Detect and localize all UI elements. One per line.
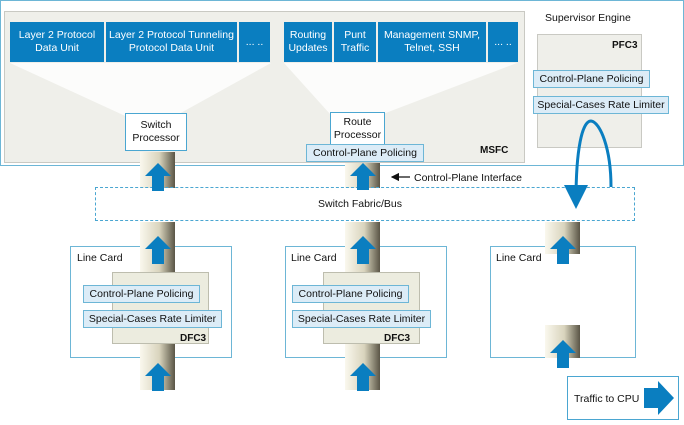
switch-processor: Switch Processor	[125, 113, 187, 151]
protocol-box-management: Management SNMP, Telnet, SSH	[378, 22, 486, 62]
pfc3-label: PFC3	[612, 40, 638, 51]
protocol-box-l2-pdu: Layer 2 Protocol Data Unit	[10, 22, 104, 62]
line-card-2-title: Line Card	[291, 252, 337, 264]
protocol-box-routing-updates: Routing Updates	[284, 22, 332, 62]
arrow-up-icon	[550, 236, 576, 264]
line-card-1-rate-limiter: Special-Cases Rate Limiter	[83, 310, 222, 328]
line-card-1-dfc-label: DFC3	[180, 333, 207, 344]
line-card-2-dfc3	[323, 272, 420, 344]
line-card-3-title: Line Card	[496, 252, 542, 264]
pfc3-cpp: Control-Plane Policing	[533, 70, 650, 88]
supervisor-title: Supervisor Engine	[545, 12, 631, 24]
line-card-2-cpp: Control-Plane Policing	[292, 285, 409, 303]
msfc-label: MSFC	[480, 145, 509, 156]
arrow-up-icon	[145, 363, 171, 391]
arrow-up-icon	[145, 236, 171, 264]
line-card-1-dfc3	[112, 272, 209, 344]
line-card-2-rate-limiter: Special-Cases Rate Limiter	[292, 310, 431, 328]
supervisor-cpp: Control-Plane Policing	[306, 144, 424, 162]
protocol-box-left-more: ... ..	[239, 22, 270, 62]
pfc3-panel	[537, 34, 642, 148]
route-processor: Route Processor	[330, 112, 385, 146]
arrow-up-icon	[350, 236, 376, 264]
arrow-up-icon	[350, 163, 376, 190]
control-plane-interface-label: Control-Plane Interface	[414, 172, 522, 184]
line-card-2-dfc-label: DFC3	[384, 333, 411, 344]
protocol-box-l2-tunneling-pdu: Layer 2 Protocol Tunneling Protocol Data…	[106, 22, 237, 62]
arrow-up-icon	[145, 163, 171, 191]
pfc3-rate-limiter: Special-Cases Rate Limiter	[533, 96, 669, 114]
protocol-box-punt-traffic: Punt Traffic	[334, 22, 376, 62]
legend-arrow-right-icon	[644, 381, 674, 415]
pfc3-loop-arrow	[564, 119, 613, 209]
line-card-1-title: Line Card	[77, 252, 123, 264]
line-card-1-cpp: Control-Plane Policing	[83, 285, 200, 303]
protocol-box-right-more: ... ..	[488, 22, 518, 62]
arrow-up-icon	[350, 363, 376, 391]
legend-label: Traffic to CPU	[574, 393, 640, 405]
switch-fabric-label: Switch Fabric/Bus	[318, 198, 403, 210]
arrow-up-icon	[550, 340, 576, 368]
